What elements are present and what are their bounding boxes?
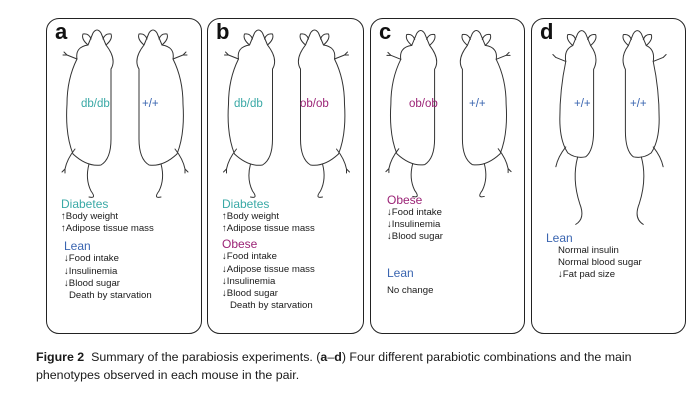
phenotype-item: ↓Blood sugar — [64, 278, 154, 290]
caption-range-end: d — [334, 350, 342, 364]
phenotype-heading: Obese — [387, 193, 443, 207]
caption-label: Figure 2 — [36, 350, 84, 364]
left-mouse-genotype: db/db — [234, 99, 263, 111]
right-mouse-genotype: +/+ — [142, 99, 159, 111]
left-mouse-genotype: ob/ob — [409, 99, 438, 111]
phenotype-heading: Lean — [387, 266, 443, 280]
mouse-pair-illustration — [371, 19, 526, 199]
phenotype-item: ↓Blood sugar — [387, 231, 443, 243]
phenotype-item: ↑Body weight — [222, 211, 315, 223]
phenotype-item: No change — [387, 285, 443, 297]
left-mouse-genotype: +/+ — [574, 99, 591, 111]
phenotype-block: Diabetes ↑Body weight ↑Adipose tissue ma… — [61, 197, 154, 302]
phenotype-item: Death by starvation — [222, 300, 315, 312]
right-mouse-genotype: +/+ — [469, 99, 486, 111]
phenotype-item: ↓Food intake — [387, 207, 443, 219]
phenotype-item: ↓Insulinemia — [222, 276, 315, 288]
right-mouse-genotype: +/+ — [630, 99, 647, 111]
phenotype-block: Lean Normal insulin Normal blood sugar ↓… — [546, 231, 642, 282]
phenotype-heading: Obese — [222, 237, 315, 251]
panel-a: a db/db +/+ Diabetes ↑Body weight ↑Adipo… — [46, 18, 202, 334]
mouse-pair-illustration — [532, 19, 687, 239]
phenotype-item: ↑Adipose tissue mass — [222, 223, 315, 235]
phenotype-heading: Diabetes — [222, 197, 315, 211]
mouse-pair-illustration — [47, 19, 203, 199]
phenotype-item: ↑Body weight — [61, 211, 154, 223]
phenotype-item: ↓Insulinemia — [387, 219, 443, 231]
panel-d: d +/+ +/+ Lean Normal insulin Normal blo… — [531, 18, 686, 334]
phenotype-sub-block: Lean ↓Food intake ↓Insulinemia ↓Blood su… — [61, 239, 154, 302]
caption-text: Summary of the parabiosis experiments. ( — [91, 350, 320, 364]
phenotype-item: Death by starvation — [64, 290, 154, 302]
right-mouse-genotype: ob/ob — [300, 99, 329, 111]
phenotype-heading: Lean — [546, 231, 642, 245]
phenotype-item: ↓Insulinemia — [64, 266, 154, 278]
phenotype-item: ↓Food intake — [222, 251, 315, 263]
panel-c: c ob/ob +/+ Obese ↓Food intake ↓Insuline… — [370, 18, 525, 334]
left-mouse-genotype: db/db — [81, 99, 110, 111]
phenotype-heading: Diabetes — [61, 197, 154, 211]
phenotype-item: ↑Adipose tissue mass — [61, 223, 154, 235]
phenotype-item: ↓Food intake — [64, 253, 154, 265]
phenotype-item: ↓Fat pad size — [546, 269, 642, 281]
phenotype-item: Normal insulin — [546, 245, 642, 257]
phenotype-item: ↓Blood sugar — [222, 288, 315, 300]
phenotype-heading: Lean — [64, 239, 154, 253]
phenotype-item: Normal blood sugar — [546, 257, 642, 269]
phenotype-item: ↓Adipose tissue mass — [222, 264, 315, 276]
mouse-pair-illustration — [208, 19, 365, 199]
panel-b: b db/db ob/ob Diabetes ↑Body weight ↑Adi… — [207, 18, 364, 334]
figure-caption: Figure 2 Summary of the parabiosis exper… — [36, 349, 696, 384]
phenotype-block: Diabetes ↑Body weight ↑Adipose tissue ma… — [222, 197, 315, 312]
phenotype-block: Obese ↓Food intake ↓Insulinemia ↓Blood s… — [387, 193, 443, 297]
